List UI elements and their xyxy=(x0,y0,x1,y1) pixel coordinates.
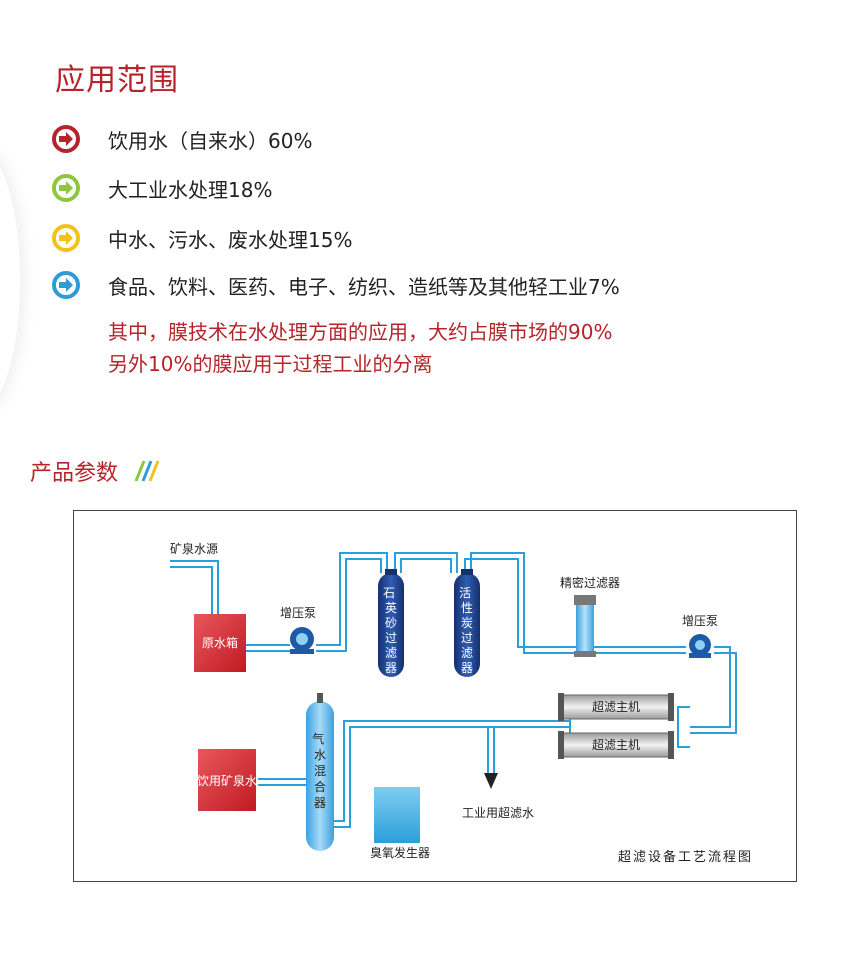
arrow-circle-yellow-icon xyxy=(52,224,80,252)
label-mixer-text-char: 合 xyxy=(314,779,326,794)
process-flow-svg: 矿泉水源 原水箱 增压泵 石 英砂过滤器 活 性炭过滤器 精密过滤器 xyxy=(170,542,753,865)
label-mixer-text-char: 水 xyxy=(314,748,326,762)
raw-water-tank xyxy=(194,614,246,672)
list-item: 中水、污水、废水处理15% xyxy=(52,221,352,255)
process-flow-diagram: 矿泉水源 原水箱 增压泵 石 英砂过滤器 活 性炭过滤器 精密过滤器 xyxy=(73,510,797,882)
note-line: 另外10%的膜应用于过程工业的分离 xyxy=(108,352,433,376)
list-item-label: 大工业水处理18% xyxy=(108,177,273,202)
label-pump1: 增压泵 xyxy=(280,606,316,620)
decorative-arc xyxy=(0,150,20,410)
label-carbon-filter-text: 活 xyxy=(459,586,471,600)
label-carbon-filter-text-char: 炭 xyxy=(461,616,473,630)
label-sand-filter-text-char: 英 xyxy=(385,601,397,615)
note-line: 其中，膜技术在水处理方面的应用，大约占膜市场的90% xyxy=(108,320,613,344)
label-carbon-filter-text-char: 器 xyxy=(461,661,473,675)
ozone-generator xyxy=(374,787,420,843)
diagram-caption: 超滤设备工艺流程图 xyxy=(618,849,753,865)
application-title: 应用范围 xyxy=(55,63,179,98)
list-item-label: 食品、饮料、医药、电子、纺织、造纸等及其他轻工业7% xyxy=(108,274,620,299)
label-precision-filter: 精密过滤器 xyxy=(560,575,620,590)
precision-filter xyxy=(574,595,596,657)
list-item-label: 饮用水（自来水）60% xyxy=(108,128,313,153)
label-mixer: 气 水混合器 xyxy=(312,731,328,810)
label-carbon-filter-text-char: 性 xyxy=(461,601,473,615)
pump1-icon xyxy=(290,627,314,654)
arrow-circle-green-icon xyxy=(52,174,80,202)
label-sand-filter-text: 石 xyxy=(383,586,395,600)
params-title: 产品参数 xyxy=(30,455,160,487)
carbon-filter-vessel xyxy=(454,569,480,677)
label-mixer-text-char: 器 xyxy=(314,796,326,810)
arrow-circle-blue-icon xyxy=(52,271,80,299)
label-industrial: 工业用超滤水 xyxy=(462,805,534,820)
label-mixer-text: 气 xyxy=(312,731,324,746)
uf-unit-2 xyxy=(558,731,674,759)
gas-water-mixer xyxy=(306,693,334,851)
label-sand-filter-text-char: 器 xyxy=(385,661,397,675)
list-item: 饮用水（自来水）60% xyxy=(52,122,312,156)
label-carbon-filter-text-char: 滤 xyxy=(461,646,473,660)
list-item-label: 中水、污水、废水处理15% xyxy=(108,227,353,252)
label-source: 矿泉水源 xyxy=(170,542,218,556)
sand-filter-vessel xyxy=(378,569,404,677)
arrow-circle-red-icon xyxy=(52,125,80,153)
label-carbon-filter-text-char: 过 xyxy=(461,631,473,645)
label-ozone: 臭氧发生器 xyxy=(370,845,430,860)
label-uf2: 超滤主机 xyxy=(592,737,640,752)
list-item: 大工业水处理18% xyxy=(52,171,272,205)
label-drinking: 饮用矿泉水 xyxy=(197,774,257,788)
label-carbon-filter: 活 性炭过滤器 xyxy=(459,586,475,675)
drinking-water-tank xyxy=(198,749,256,811)
label-raw-tank: 原水箱 xyxy=(202,635,238,650)
uf-unit-1 xyxy=(558,693,674,721)
label-uf1: 超滤主机 xyxy=(592,699,640,714)
label-sand-filter-text-char: 过 xyxy=(385,631,397,645)
list-item: 食品、饮料、医药、电子、纺织、造纸等及其他轻工业7% xyxy=(52,268,620,302)
label-sand-filter: 石 英砂过滤器 xyxy=(383,586,399,675)
industrial-arrow-icon xyxy=(484,773,498,789)
label-pump2: 增压泵 xyxy=(682,614,718,628)
slashes-icon xyxy=(134,460,160,482)
params-title-text: 产品参数 xyxy=(30,461,119,486)
label-sand-filter-text-char: 滤 xyxy=(385,646,397,660)
label-sand-filter-text-char: 砂 xyxy=(385,616,397,630)
pump2-icon xyxy=(689,634,711,658)
label-mixer-text-char: 混 xyxy=(314,764,326,778)
